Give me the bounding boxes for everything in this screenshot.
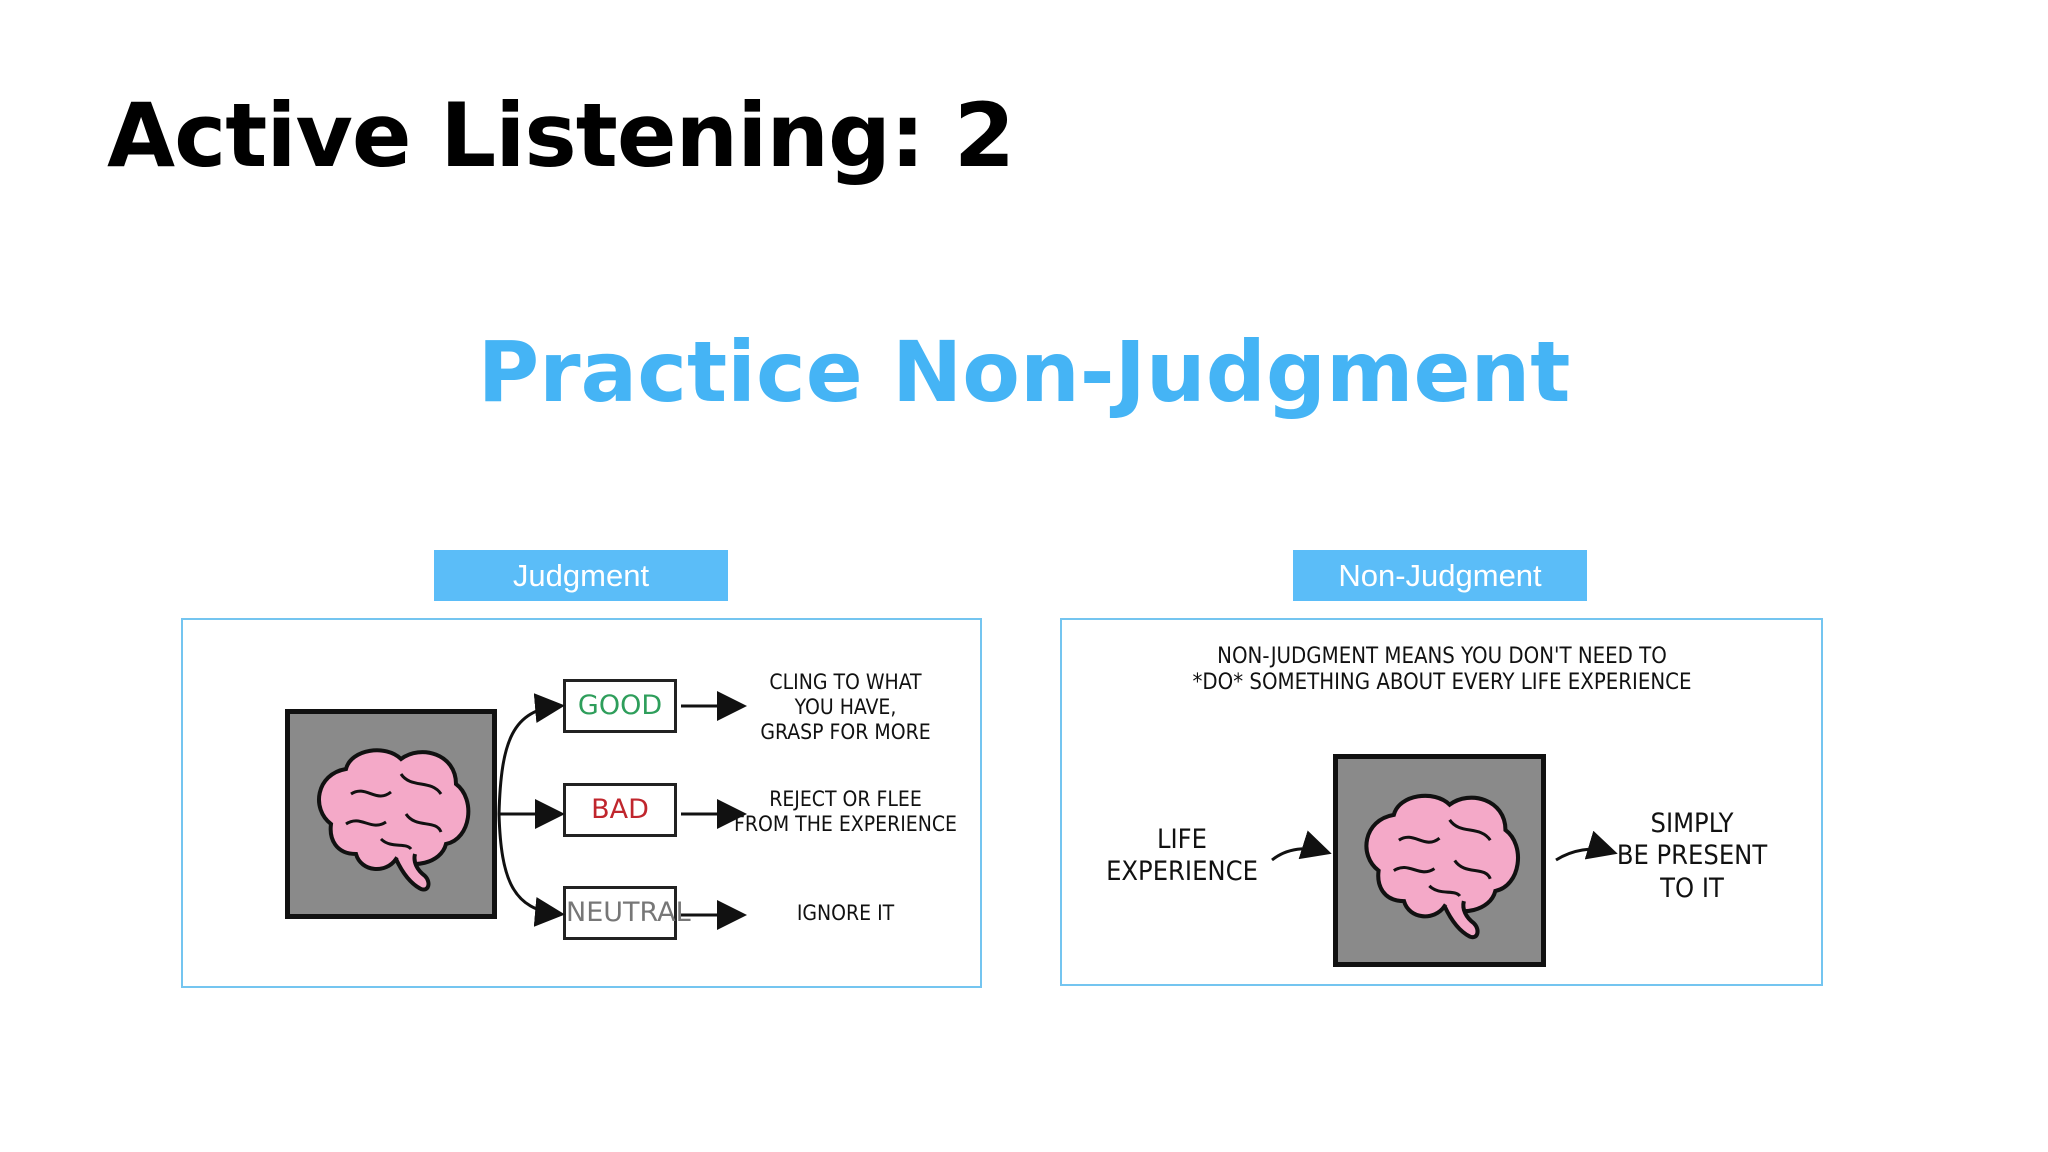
brain-icon <box>1364 793 1521 940</box>
tab-judgment: Judgment <box>434 550 728 601</box>
nonjudgment-caption: NON-JUDGMENT MEANS YOU DON'T NEED TO *DO… <box>1192 644 1692 696</box>
judgment-arrows <box>497 691 747 930</box>
be-present-label: SIMPLY BE PRESENT TO IT <box>1616 808 1768 904</box>
arrow-to-neutral <box>497 813 565 927</box>
arrow-to-good <box>497 693 565 815</box>
good-result: CLING TO WHAT YOU HAVE, GRASP FOR MORE <box>760 670 931 745</box>
good-option: GOOD <box>563 679 677 733</box>
brain-frame <box>1333 754 1546 967</box>
bad-result: REJECT OR FLEE FROM THE EXPERIENCE <box>734 787 957 837</box>
judgment-panel: GOOD BAD NEUTRAL CLING TO WHAT YOU HAVE,… <box>181 618 982 988</box>
slide-subtitle: Practice Non-Judgment <box>477 323 1571 421</box>
bad-option: BAD <box>563 783 677 837</box>
brain-frame <box>285 709 497 919</box>
arrow-out-of-brain <box>1555 830 1618 862</box>
slide-title: Active Listening: 2 <box>107 84 1015 187</box>
tab-nonjudgment: Non-Judgment <box>1293 550 1587 601</box>
neutral-option: NEUTRAL <box>563 886 691 940</box>
neutral-result: IGNORE IT <box>796 901 895 925</box>
brain-icon <box>317 748 471 892</box>
arrow-into-brain <box>1271 830 1332 862</box>
life-experience-label: LIFE EXPERIENCE <box>1106 824 1258 888</box>
nonjudgment-panel: NON-JUDGMENT MEANS YOU DON'T NEED TO *DO… <box>1060 618 1823 986</box>
nonjudgment-arrows <box>1271 830 1618 862</box>
